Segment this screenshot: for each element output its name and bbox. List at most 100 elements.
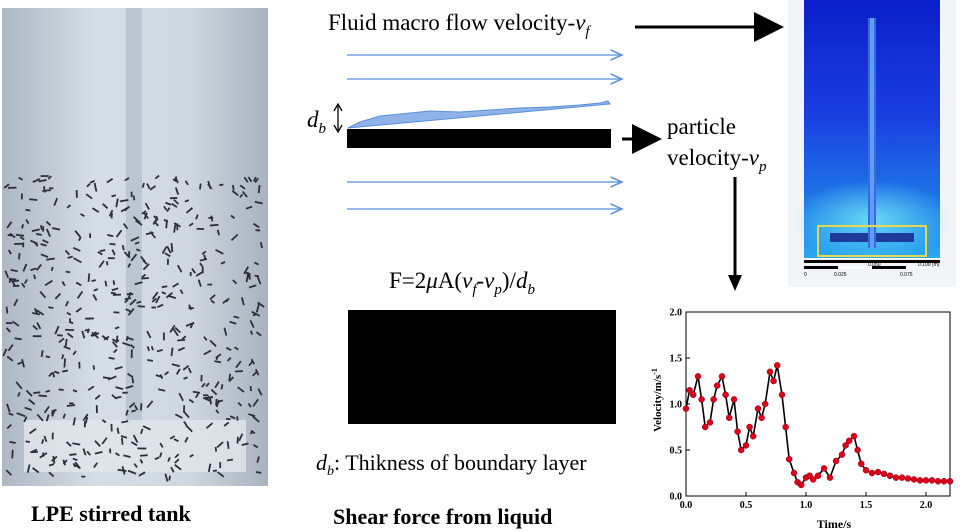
tank-particle [151, 291, 159, 300]
x-tick-label: 0.0 [680, 500, 693, 511]
tank-particle [72, 350, 77, 356]
tank-particle [159, 374, 164, 379]
tank-particle [189, 453, 194, 458]
tank-particle [112, 280, 116, 286]
tank-particle [28, 398, 36, 406]
tank-particle [153, 220, 160, 227]
tank-particle [5, 306, 9, 314]
data-point [701, 423, 709, 431]
tank-particle [43, 405, 50, 414]
tank-particle [170, 243, 174, 253]
tank-particle [120, 207, 129, 213]
data-point [761, 400, 769, 408]
data-point [904, 475, 912, 482]
tank-particle [249, 330, 254, 335]
tank-particle [174, 176, 179, 184]
data-point [862, 466, 870, 474]
tank-particle [115, 229, 123, 238]
tank-particle [133, 463, 138, 468]
tank-particle [7, 249, 12, 255]
tank-particle [82, 448, 87, 456]
tank-particle [120, 435, 128, 439]
tank-particle [220, 261, 226, 265]
tank-particle [48, 463, 55, 467]
cfd-simulation-image: 0 0.050 0.100 (m) 0.025 0.075 [788, 0, 956, 287]
tank-particle [235, 360, 242, 369]
tank-particle [119, 199, 129, 203]
tank-particle [40, 175, 49, 178]
tank-particle [209, 397, 212, 405]
tank-particle [72, 247, 81, 252]
tank-particle [124, 297, 132, 301]
tank-particle [256, 275, 262, 285]
tank-particle [53, 197, 59, 207]
tank-particle [48, 372, 54, 378]
tank-particle [9, 440, 16, 444]
tank-particle [163, 218, 168, 223]
tank-particle [74, 461, 81, 469]
tank-particle [82, 413, 89, 422]
tank-particle [42, 226, 45, 232]
data-point [754, 405, 762, 412]
tank-particle [30, 267, 37, 272]
tank-particle [142, 263, 150, 271]
tank-particle [123, 251, 131, 259]
tank-particle [199, 183, 202, 190]
particle-line2: velocity- [667, 145, 749, 170]
data-point [725, 414, 733, 422]
tank-particle [203, 349, 212, 356]
tank-particle [139, 458, 144, 464]
tank-particle [209, 294, 216, 301]
tank-particle [216, 229, 221, 236]
tank-particle [97, 251, 103, 256]
data-point [886, 472, 894, 480]
tank-particle [72, 417, 76, 426]
tank-particle [188, 222, 194, 227]
tank-particle [45, 355, 51, 359]
tank-particle [52, 227, 61, 231]
tank-particle [87, 273, 91, 283]
tank-particle [233, 315, 240, 319]
tank-particle [87, 385, 95, 391]
tank-particle [192, 390, 200, 394]
tank-particle [6, 424, 12, 430]
tank-particle [219, 462, 222, 469]
tank-particle [40, 253, 49, 258]
tank-particle [134, 404, 139, 411]
data-point [682, 405, 690, 412]
data-point [710, 396, 717, 403]
y-axis-label: Velocity/m/s-1 [650, 368, 664, 432]
tank-particle [43, 435, 48, 443]
tank-particle [94, 440, 101, 447]
tank-particle [206, 395, 210, 401]
tank-particle [215, 249, 224, 255]
tank-particle [127, 263, 132, 268]
tank-particle [223, 421, 230, 427]
tank-particle [34, 242, 39, 247]
tank-particle [29, 198, 38, 201]
tank-particle [141, 273, 147, 279]
tank-particle [102, 376, 112, 380]
tank-particle [94, 450, 103, 455]
tank-particle [72, 457, 78, 461]
tank-particle [16, 412, 26, 418]
tank-particle [141, 182, 145, 188]
tank-particle [91, 331, 100, 339]
tank-particle [132, 216, 141, 224]
tank-particle [163, 205, 168, 211]
tank-particle [149, 185, 157, 191]
tank-particle [197, 279, 202, 287]
tank-particle [212, 469, 218, 472]
x-tick-label: 2.0 [920, 500, 933, 511]
tank-particle [113, 311, 120, 314]
data-point [910, 476, 918, 483]
tank-particle [205, 422, 214, 429]
boundary-layer-description: db: Thikness of boundary layer [316, 450, 587, 480]
tank-particle [75, 307, 83, 313]
tank-particle [10, 268, 18, 273]
data-point [838, 451, 846, 458]
y-tick-label: 1.5 [670, 354, 683, 365]
tank-particle [237, 386, 245, 393]
tank-particle [111, 338, 118, 343]
